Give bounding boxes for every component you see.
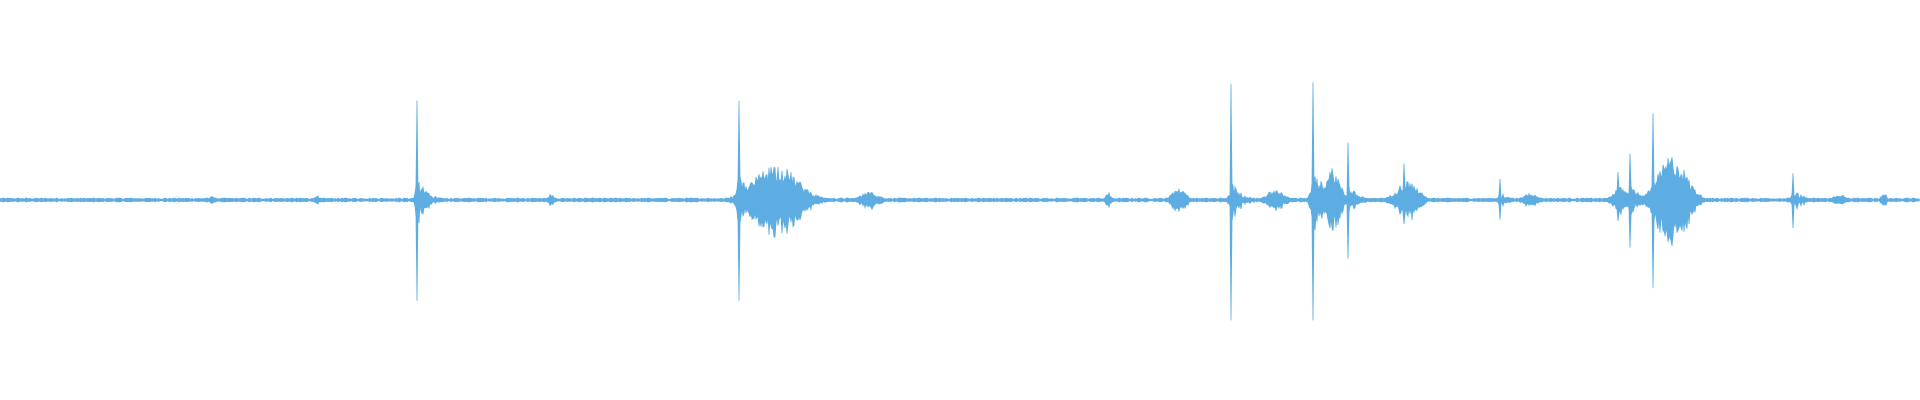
waveform-shape bbox=[0, 82, 1920, 321]
